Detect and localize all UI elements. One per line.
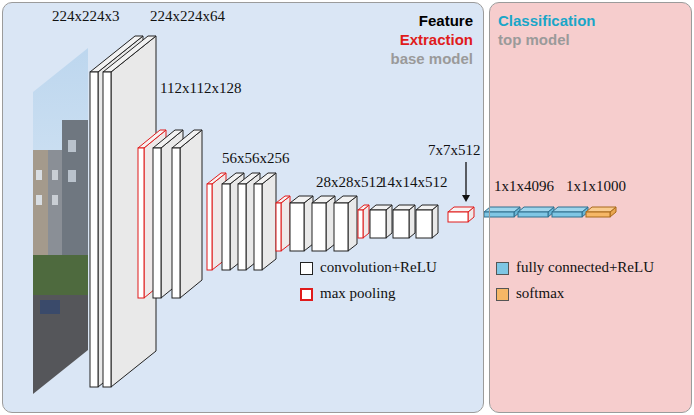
legend-text: fully connected+ReLU (516, 259, 654, 276)
legend-swatch (300, 262, 313, 275)
slab-top (290, 196, 313, 203)
slab-top (358, 205, 369, 210)
slab-side (180, 130, 202, 298)
pointer-arrow (462, 162, 470, 202)
pool-layer (358, 205, 369, 238)
conv-layer (334, 196, 357, 251)
slab-side (386, 205, 392, 238)
classifier-panel: Classificationtop model (489, 2, 692, 413)
slab-front (103, 72, 111, 387)
slab-front (416, 210, 432, 238)
conv-layer (153, 130, 183, 298)
dimension-label: 112x112x128 (160, 80, 241, 97)
slab-side (281, 196, 290, 251)
slab-top (207, 173, 226, 184)
slab-front (448, 212, 468, 222)
slab-side (161, 130, 183, 298)
slab-top (370, 205, 392, 210)
slab-side (409, 205, 415, 238)
input-photo (30, 40, 92, 400)
panel-heading: Classification (498, 11, 683, 30)
slab-top (416, 205, 438, 210)
slab-side (432, 205, 438, 238)
slab-top (552, 207, 588, 212)
panel-heading: top model (498, 30, 683, 49)
dimension-label: 1x1x4096 (494, 178, 554, 195)
slab-front (254, 184, 262, 270)
conv-layer (416, 205, 438, 238)
slab-front (276, 203, 281, 251)
panel-fill (3, 3, 484, 413)
feature-panel: FeatureExtractionbase model (2, 2, 484, 413)
conv-layer (370, 205, 392, 238)
panel-heading: base model (13, 49, 473, 68)
dimension-label: 1x1x1000 (566, 178, 626, 195)
slab-front (393, 210, 409, 238)
slab-front (90, 72, 98, 387)
legend-text: softmax (516, 285, 564, 302)
slab-side (348, 196, 357, 251)
slab-top (312, 196, 335, 203)
pool-layer (448, 207, 474, 222)
slab-front (207, 184, 212, 270)
slab-front (172, 148, 180, 298)
slab-top (518, 207, 554, 212)
softmax-layer (586, 207, 616, 217)
slab-top (393, 205, 415, 210)
dimension-label: 56x56x256 (222, 150, 290, 167)
slab-side (262, 173, 276, 270)
slab-front (586, 212, 610, 217)
pool-layer (276, 196, 290, 251)
legend-text: max pooling (320, 285, 395, 302)
slab-front (153, 148, 161, 298)
legend-text: convolution+ReLU (320, 259, 437, 276)
slab-front (312, 203, 326, 251)
fc-layer (518, 207, 554, 217)
legend-swatch (496, 288, 509, 301)
conv-layer (172, 130, 202, 298)
slab-front (370, 210, 386, 238)
slab-top (448, 207, 474, 212)
slab-front (358, 210, 363, 238)
conv-layer (290, 196, 313, 251)
slab-top (103, 36, 156, 72)
dimension-label: 28x28x512 (316, 174, 384, 191)
dimension-label: 7x7x512 (428, 142, 481, 159)
legend-swatch (300, 288, 313, 301)
panel-heading: Extraction (13, 30, 473, 49)
slab-side (363, 205, 369, 238)
slab-front (334, 203, 348, 251)
slab-front (222, 184, 230, 270)
conv-layer (312, 196, 335, 251)
slab-top (586, 207, 616, 212)
slab-top (172, 130, 202, 148)
slab-front (552, 212, 582, 217)
fc-layer (552, 207, 588, 217)
dimension-label: 224x224x3 (52, 8, 120, 25)
slab-top (334, 196, 357, 203)
legend-swatch (496, 262, 509, 275)
slab-front (238, 184, 246, 270)
slab-front (518, 212, 548, 217)
slab-front (138, 148, 144, 298)
dimension-label: 224x224x64 (150, 8, 225, 25)
dimension-label: 14x14x512 (380, 174, 448, 191)
conv-layer (254, 173, 276, 270)
slab-top (254, 173, 276, 184)
slab-top (276, 196, 290, 203)
slab-front (290, 203, 304, 251)
conv-layer (393, 205, 415, 238)
